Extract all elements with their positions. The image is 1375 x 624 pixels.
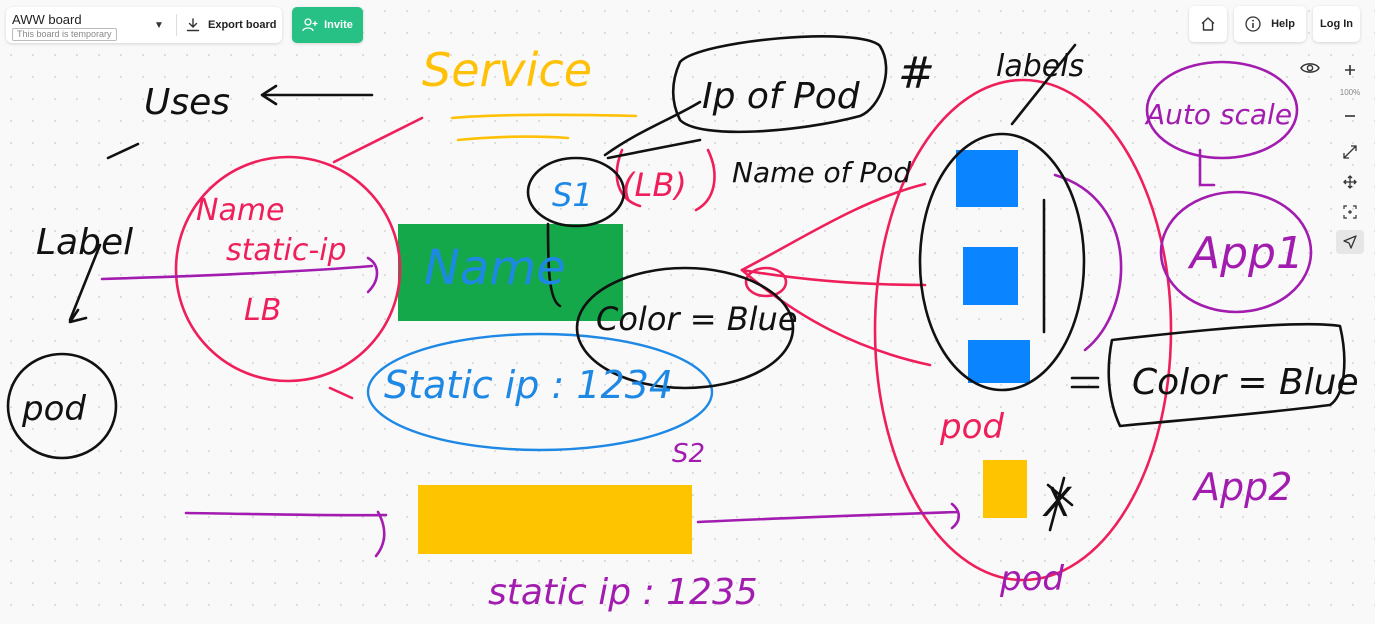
service-text: Service: [422, 43, 592, 97]
s1-text: S1: [552, 176, 593, 214]
toolbar-divider: [176, 14, 177, 36]
yellow-box[interactable]: [418, 485, 692, 554]
ip-of-pod-text: Ip of Pod: [702, 76, 861, 117]
lb-paren-text: (LB): [622, 166, 687, 204]
static-ip-1235-text: static ip : 1235: [488, 572, 758, 613]
pod-blue-square-2[interactable]: [963, 247, 1018, 305]
fullscreen-button[interactable]: [1336, 140, 1364, 164]
blue-ink: [366, 332, 714, 452]
invite-button[interactable]: Invite: [292, 7, 363, 43]
view-mode-button[interactable]: [1298, 57, 1322, 79]
hash-text: #: [898, 48, 935, 99]
name-red-text: Name: [196, 193, 285, 228]
pod-blue-square-1[interactable]: [956, 150, 1018, 207]
login-button[interactable]: Log In: [1313, 6, 1360, 42]
zoom-level: 100%: [1339, 88, 1361, 97]
move-icon: [1343, 175, 1357, 189]
static-ip-1234-text: Static ip : 1234: [384, 363, 673, 407]
add-user-icon: [302, 18, 318, 32]
expand-icon: [1343, 145, 1357, 159]
app2-text: App2: [1191, 465, 1292, 509]
login-label: Log In: [1320, 18, 1353, 30]
pod-left-text: pod: [21, 389, 86, 429]
download-icon: [186, 18, 200, 32]
label-text: Label: [36, 222, 133, 263]
info-icon: [1245, 16, 1261, 32]
app1-text: App1: [1187, 228, 1304, 279]
x-mark-text: X: [1042, 480, 1073, 526]
plus-icon: [1345, 65, 1355, 75]
pod-yellow-square[interactable]: [983, 460, 1027, 518]
board-status-badge: This board is temporary: [12, 28, 117, 41]
export-board-button[interactable]: Export board: [186, 7, 276, 43]
chevron-down-icon[interactable]: ▼: [154, 20, 164, 31]
fit-screen-icon: [1343, 205, 1357, 219]
pointer-tool-button[interactable]: [1336, 230, 1364, 254]
labels-text: labels: [996, 49, 1084, 84]
color-blue-text: Color = Blue: [596, 300, 798, 338]
name-of-pod-text: Name of Pod: [732, 156, 911, 189]
home-icon: [1201, 17, 1215, 31]
help-button[interactable]: Help: [1234, 6, 1306, 42]
color-blue-right-text: Color = Blue: [1132, 362, 1359, 403]
fit-screen-button[interactable]: [1336, 200, 1364, 224]
pan-button[interactable]: [1336, 170, 1364, 194]
auto-scale-text: Auto scale: [1144, 98, 1292, 131]
board-name[interactable]: AWW board: [12, 12, 82, 27]
lb-red-text: LB: [244, 293, 281, 328]
pod-bottom-text: pod: [999, 559, 1064, 599]
minus-icon: [1345, 115, 1355, 117]
help-label: Help: [1271, 18, 1295, 30]
eye-icon: [1300, 63, 1320, 73]
home-button[interactable]: [1189, 6, 1227, 42]
purple-ink: [100, 60, 1313, 558]
zoom-in-button[interactable]: [1336, 58, 1364, 82]
yellow-ink: [450, 113, 638, 142]
name-box-text: Name: [424, 240, 566, 296]
zoom-out-button[interactable]: [1336, 104, 1364, 128]
pointer-icon: [1343, 235, 1357, 249]
board-menu[interactable]: AWW board This board is temporary ▼: [6, 7, 164, 43]
static-ip-red-text: static-ip: [226, 233, 347, 268]
invite-label: Invite: [324, 19, 353, 31]
export-board-label: Export board: [208, 19, 277, 31]
pod-right-text: pod: [939, 407, 1004, 447]
pod-blue-square-3[interactable]: [968, 340, 1030, 383]
black-ink: [6, 35, 1346, 532]
s2-text: S2: [672, 439, 705, 469]
board-toolbar: AWW board This board is temporary ▼ Expo…: [6, 7, 282, 43]
uses-text: Uses: [144, 82, 230, 123]
